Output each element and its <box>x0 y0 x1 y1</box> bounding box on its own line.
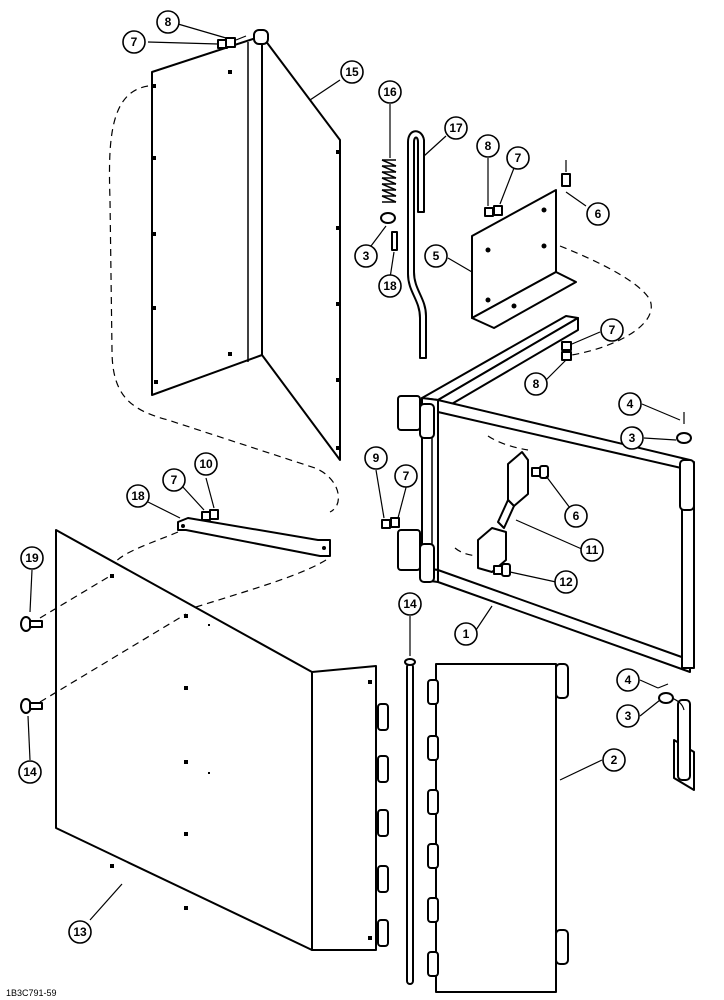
svg-text:3: 3 <box>625 709 632 723</box>
svg-text:18: 18 <box>383 279 397 293</box>
svg-text:6: 6 <box>595 207 602 221</box>
svg-text:17: 17 <box>449 121 463 135</box>
leader-lines <box>27 23 681 921</box>
svg-text:11: 11 <box>586 543 599 557</box>
svg-text:2: 2 <box>611 753 618 767</box>
latch-bracket-9 <box>477 451 529 573</box>
callout-10: 12 <box>554 570 578 594</box>
svg-text:18: 18 <box>131 489 145 503</box>
pin-17 <box>391 231 398 251</box>
callout-7-d: 7 <box>394 464 418 488</box>
spring-16 <box>381 159 397 203</box>
callout-5: 5 <box>424 244 448 268</box>
bolt-10 <box>493 563 511 577</box>
svg-text:7: 7 <box>609 323 616 337</box>
callout-14: 14 <box>18 760 42 784</box>
callout-16: 16 <box>378 80 402 104</box>
bolt-6-top <box>561 160 571 187</box>
rod-15 <box>407 130 427 359</box>
phantom-line-13 <box>108 85 339 513</box>
svg-text:7: 7 <box>131 35 138 49</box>
callout-8-e: 10 <box>194 452 218 476</box>
svg-text:7: 7 <box>171 473 178 487</box>
svg-text:8: 8 <box>533 377 540 391</box>
phantom-line-frame <box>487 435 529 451</box>
brace-18 <box>177 509 331 557</box>
callout-4-a: 4 <box>618 392 642 416</box>
bolt-14 <box>20 698 43 714</box>
hinge-knuckles-11 <box>377 703 389 947</box>
phantom-line-14 <box>39 613 187 703</box>
callout-3-b: 3 <box>620 426 644 450</box>
callout-8-c: 8 <box>524 372 548 396</box>
callout-6-a: 6 <box>586 202 610 226</box>
panel-11 <box>55 529 389 951</box>
svg-text:15: 15 <box>345 65 359 79</box>
svg-text:1: 1 <box>463 627 470 641</box>
svg-text:13: 13 <box>73 925 87 939</box>
svg-text:16: 16 <box>383 85 397 99</box>
svg-text:10: 10 <box>199 457 213 471</box>
callout-7-a: 7 <box>122 30 146 54</box>
callout-13: 15 <box>340 60 364 84</box>
callout-18: 18 <box>126 484 150 508</box>
svg-text:14: 14 <box>403 597 417 611</box>
svg-text:7: 7 <box>403 469 410 483</box>
washer-pin-3-4-lower <box>657 683 674 704</box>
bracket-5 <box>471 189 577 329</box>
figure-reference: 1B3C791-59 <box>6 988 57 998</box>
svg-text:4: 4 <box>625 673 632 687</box>
callout-4-b: 4 <box>616 668 640 692</box>
washer-pin-3-4-upper <box>676 412 692 444</box>
hinge-knuckles-2 <box>427 663 569 977</box>
nut-washer-frame <box>561 341 572 361</box>
svg-text:8: 8 <box>165 15 172 29</box>
svg-text:7: 7 <box>515 151 522 165</box>
nut-washer-mid <box>381 517 400 529</box>
callout-8-a: 8 <box>156 10 180 34</box>
bolt-19 <box>20 616 43 632</box>
callout-11: 13 <box>68 920 92 944</box>
callout-3-a: 3 <box>354 244 378 268</box>
callout-17: 18 <box>378 274 402 298</box>
nut-washer-top <box>217 35 247 49</box>
bolt-6-frame <box>531 465 549 479</box>
svg-text:9: 9 <box>373 451 380 465</box>
washer-3-upper <box>380 212 396 224</box>
callout-3-c: 3 <box>616 704 640 728</box>
hinge-pin-12 <box>404 658 416 985</box>
callout-6-b: 6 <box>564 504 588 528</box>
nut-washer-bracket <box>484 205 503 217</box>
svg-text:14: 14 <box>23 765 37 779</box>
callout-7-e: 7 <box>162 468 186 492</box>
phantom-line-5 <box>559 245 652 357</box>
svg-text:3: 3 <box>363 249 370 263</box>
callout-9: 11 <box>580 538 604 562</box>
callout-12: 14 <box>398 592 422 616</box>
callout-7-b: 7 <box>506 146 530 170</box>
callout-1: 1 <box>454 622 478 646</box>
callout-2: 2 <box>602 748 626 772</box>
svg-text:12: 12 <box>559 575 573 589</box>
callout-8-d: 9 <box>364 446 388 470</box>
frame-1 <box>397 315 695 791</box>
door-panel-2 <box>427 663 569 993</box>
side-panel-13 <box>151 29 341 461</box>
callout-7-c: 7 <box>600 318 624 342</box>
phantom-line-19 <box>39 575 111 619</box>
svg-text:4: 4 <box>627 397 634 411</box>
phantom-line-18b <box>179 559 327 613</box>
callout-15: 17 <box>444 116 468 140</box>
svg-text:5: 5 <box>433 249 440 263</box>
svg-text:6: 6 <box>573 509 580 523</box>
svg-text:8: 8 <box>485 139 492 153</box>
svg-text:3: 3 <box>629 431 636 445</box>
callout-19: 19 <box>20 546 44 570</box>
svg-text:19: 19 <box>25 551 39 565</box>
callout-8-b: 8 <box>476 134 500 158</box>
